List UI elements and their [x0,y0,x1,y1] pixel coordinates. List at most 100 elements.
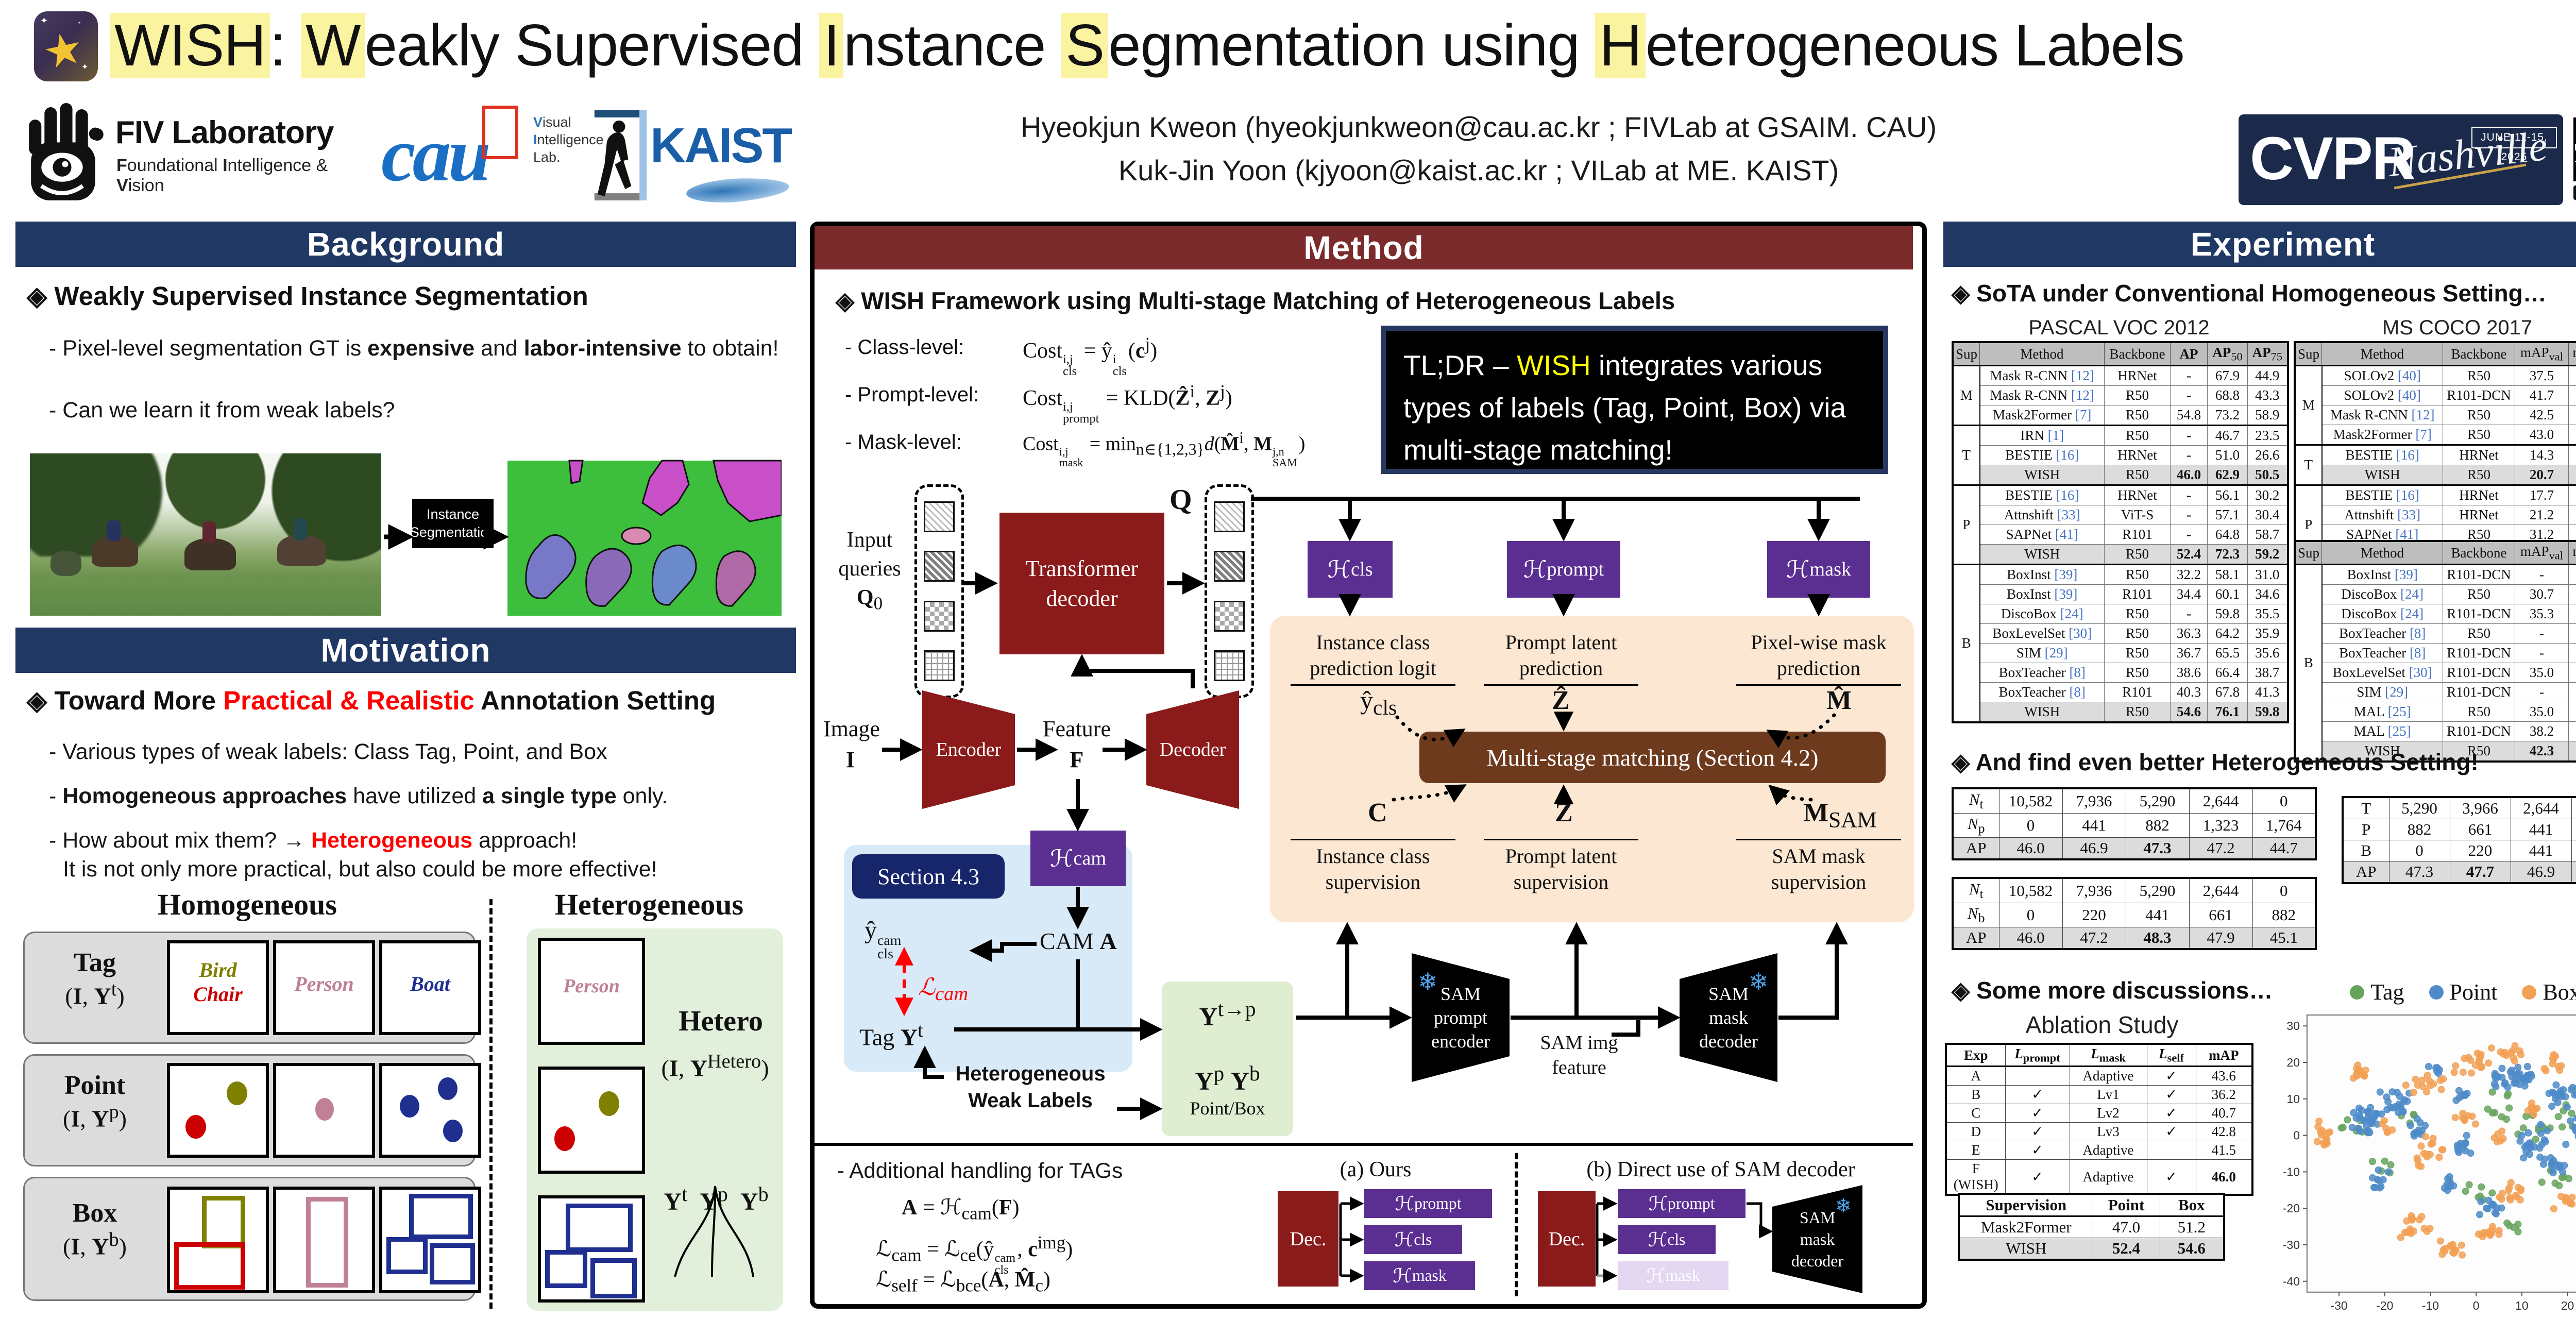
hetero-pair: (I, YHetero) [661,1051,769,1081]
figure-divider [489,899,493,1309]
table-row: F (WISH)✓Adaptive✓46.0 [1945,1159,2253,1195]
scatter-series-tag [2337,1085,2576,1236]
section43-label: Section 4.3 [852,854,1005,899]
tag-yt-label: Tag Yt [859,1020,923,1051]
authors: Hyeokjun Kweon (hyeokjunkweon@cau.ac.kr … [804,106,2154,192]
mhat-symbol: M̂ [1826,686,1852,715]
hand-eye-icon [29,103,104,200]
voc-title: PASCAL VOC 2012 [2028,316,2210,339]
ypb-label: Yp Yb [1195,1062,1260,1095]
column-header: Method [1979,342,2105,366]
motivation-item-2: - Homogeneous approaches have utilized a… [49,784,668,808]
column-header: Sup [1952,342,1980,366]
background-item-1: - Pixel-level segmentation GT is expensi… [49,336,779,361]
ablation-title: Ablation Study [2025,1011,2179,1038]
method-bullet: ◈ WISH Framework using Multi-stage Match… [836,287,1675,314]
fiv-name: FIV Laboratory [115,115,334,150]
hetero-panel: Person Hetero (I, YHetero) Yt Yp Yb [527,928,783,1311]
column-header: AP75 [2247,342,2289,366]
c-symbol: C [1368,798,1387,827]
column-header: mAPval [2515,540,2569,565]
cvpr-wordmark: CVPR [2250,125,2416,193]
hetero-label: Hetero [679,1005,763,1037]
cvpr-banner: CVPR Nashville JUNE 11-15, 2025 [2239,114,2563,205]
method-panel [810,222,1927,1309]
dec-box-b: Dec. [1538,1191,1596,1287]
ytp-label: Yt→p [1199,997,1256,1031]
qr-code [2573,117,2576,200]
eq-lself: ℒself = ℒbce(A, M̂c) [876,1268,1050,1296]
column-header: Sup [2294,540,2323,565]
svg-text:10: 10 [2515,1299,2529,1312]
motivation-item-3b: It is not only more practical, but also … [63,857,657,882]
coco-table-2: SupMethodBackbonemAPvalmAPtestBBoxInst [… [2294,540,2576,763]
tags-handling-title: - Additional handling for TAGs [837,1158,1123,1182]
scatter-legend: Tag Point Box [2308,979,2576,1005]
fiv-logo: FIV Laboratory Foundational Intelligence… [23,103,363,211]
coco-table-1: SupMethodBackbonemAPvalmAPtestMSOLOv2 [4… [2294,341,2576,566]
cvpr-date: JUNE 11-15, 2025 [2471,127,2557,163]
method-header: Method [815,226,1913,269]
kaist-swoosh-icon [685,175,790,206]
converted-labels-box [1162,982,1293,1136]
het-table-3: T5,2903,9662,6440P8826614410B0220441882A… [2342,796,2576,884]
table-row: BoxTeacher [8]R50-35.0 [2295,623,2576,644]
ours-label: (a) Ours [1340,1158,1412,1181]
msam-symbol: MSAM [1803,798,1877,833]
heterogeneous-title: Heterogeneous [554,888,744,921]
column-header: AP [2170,342,2208,366]
legend-label-tag: Tag [2370,979,2404,1005]
vil-logo: Visual Intelligence Lab. [533,110,647,204]
motivation-item-3: - How about mix them? → Heterogeneous ap… [49,828,578,853]
experiment-header: Experiment [1943,222,2576,267]
svg-text:-20: -20 [2376,1299,2393,1312]
page-title: WISH: Weakly Supervised Instance Segment… [110,0,2576,93]
q-label: Q [1170,484,1192,516]
lcam-symbol: ℒcam [918,974,968,1005]
dec-box-a: Dec. [1278,1191,1338,1287]
column-header: mAPtest [2568,540,2576,565]
column-header: mAPval [2515,342,2569,366]
legend-dot-box [2522,985,2537,1000]
zhat-symbol: Ẑ [1552,686,1570,715]
motivation-header: Motivation [15,628,796,673]
svg-text:10: 10 [2286,1092,2300,1106]
tsne-plot: -30-20-1001020303020100-10-20-30-40 [2283,1011,2576,1319]
